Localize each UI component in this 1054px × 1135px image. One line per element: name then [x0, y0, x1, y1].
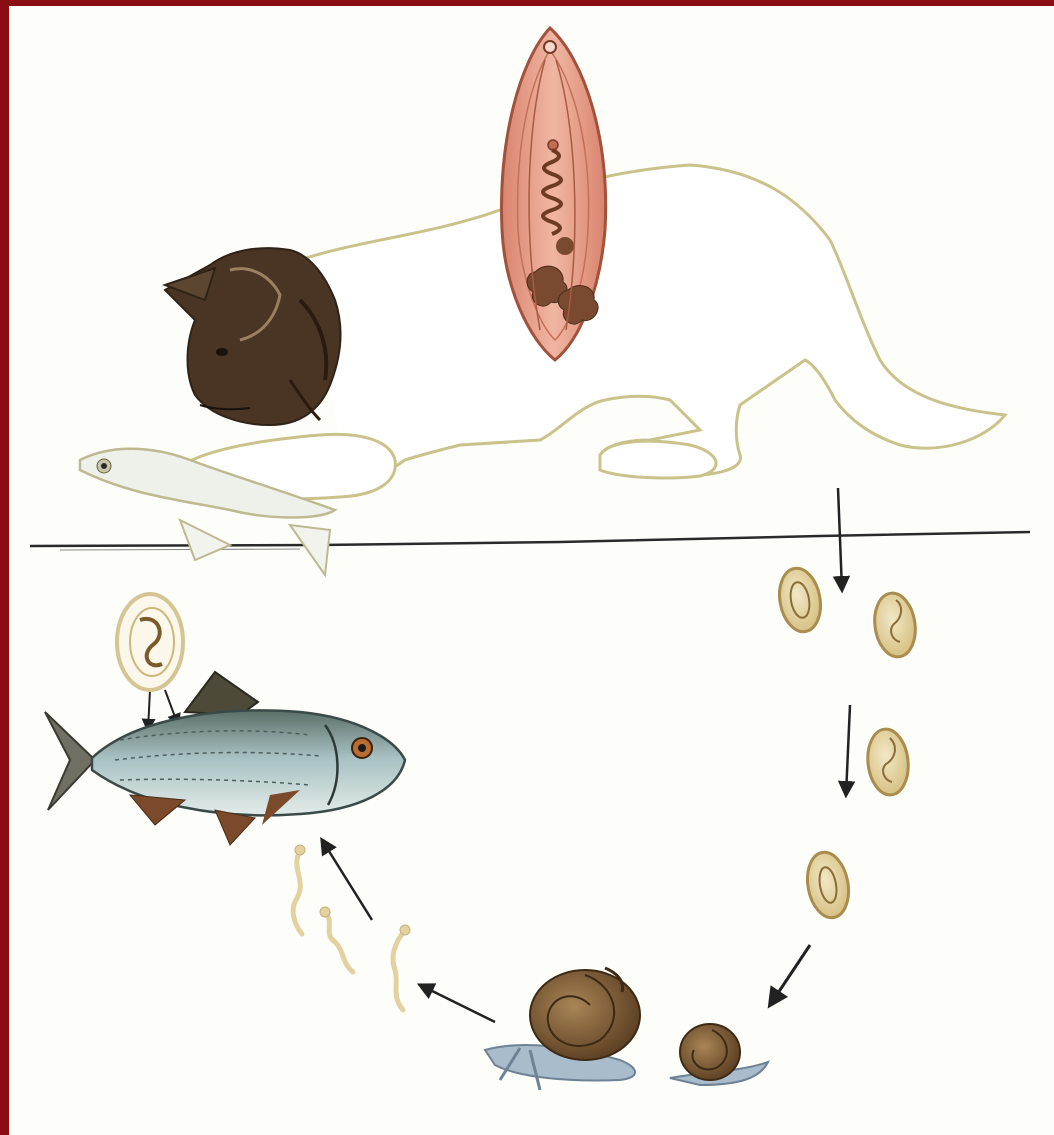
fluke-oral-sucker [544, 41, 556, 53]
water-surface-line [30, 532, 1030, 550]
carp-anal-fin [130, 795, 185, 825]
carp-dorsal-fin [185, 672, 258, 715]
cercariae [293, 845, 410, 1010]
arrow-egg-to-egg [846, 705, 850, 795]
large-snail [485, 968, 640, 1090]
carp-fish [45, 672, 405, 845]
egg-1 [775, 565, 826, 635]
prey-fish-tail [180, 520, 330, 575]
cat-body-outline [300, 165, 1005, 480]
cercaria-1 [293, 850, 302, 934]
egg-4 [803, 849, 854, 921]
cercaria-3 [393, 930, 405, 1010]
fluke-ovary [556, 237, 574, 255]
carp-tail [45, 712, 95, 810]
arrow-cercariae-to-fish [322, 840, 372, 920]
arrow-cyst-to-fish-1 [148, 690, 150, 730]
egg-2 [871, 591, 920, 660]
arrow-egg-to-snail [770, 945, 810, 1005]
metacercaria-cyst [117, 594, 183, 690]
arrow-snail-to-cercariae [420, 985, 495, 1022]
eggs [775, 565, 920, 921]
cercaria-1-head [295, 845, 305, 855]
small-snail-shell [680, 1024, 740, 1080]
arrow-cat-to-eggs [838, 488, 842, 590]
cat-eye [216, 348, 228, 356]
small-snail [670, 1024, 768, 1085]
cat-rear-paw [600, 441, 716, 478]
cercaria-3-head [400, 925, 410, 935]
fluke-testis-2 [558, 285, 598, 324]
cercaria-2-head [320, 907, 330, 917]
cercaria-2 [325, 912, 353, 972]
egg-3 [865, 727, 912, 797]
